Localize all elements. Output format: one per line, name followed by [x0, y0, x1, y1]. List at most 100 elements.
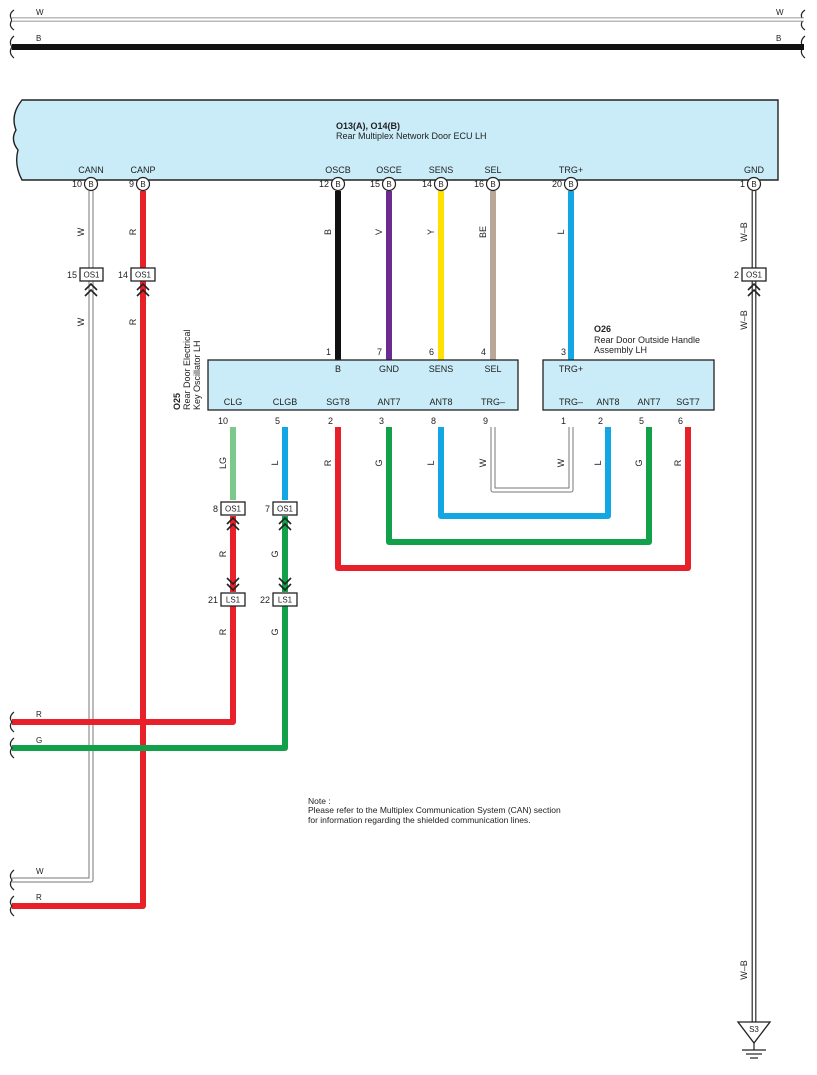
wire-lbl-trg: L	[556, 229, 566, 234]
o26-box: O26 Rear Door Outside Handle Assembly LH…	[542, 324, 715, 426]
connector-os1-canp: OS1 14	[118, 267, 156, 297]
svg-text:B: B	[140, 180, 145, 189]
o25-bottom-pin-clg: CLG	[224, 397, 243, 407]
svg-text:OS1: OS1	[83, 271, 100, 280]
wire-lbl-sel: BE	[478, 226, 488, 238]
o25-top-pin-sens: SENS	[429, 364, 454, 374]
o26-bottom-pin-sgt7: SGT7	[676, 397, 700, 407]
o26-bottom-num-6: 6	[678, 416, 683, 426]
wire-lbl-sgt8: R	[323, 459, 333, 466]
ecu-pin-canp: CANP	[130, 165, 155, 175]
terminal-trgp-num: 20	[552, 179, 562, 189]
wire-lbl-canp2: R	[128, 318, 138, 325]
left-w1-label: W	[36, 867, 44, 876]
o25-top-pin-num-7: 7	[377, 347, 382, 357]
o25-code: O25	[172, 393, 182, 410]
terminal-oscb-num: 12	[319, 179, 329, 189]
o25-box: O25 Rear Door Electrical Key Oscillator …	[172, 329, 519, 426]
ground-label: S3	[749, 1025, 759, 1034]
top-bus: W W B B	[9, 8, 806, 59]
connector-os1-gnd: OS1 2	[734, 267, 767, 297]
note: Note : Please refer to the Multiplex Com…	[308, 796, 561, 825]
ecu-box: O13(A), O14(B) Rear Multiplex Network Do…	[12, 99, 779, 181]
connector-ls1-clg: LS1 21	[208, 577, 246, 607]
terminal-cann: B 10	[72, 176, 99, 192]
wire-lbl-gnd: W–B	[739, 222, 749, 242]
svg-text:OS1: OS1	[277, 505, 294, 514]
svg-text:15: 15	[67, 270, 77, 280]
o25-bottom-num-2: 2	[328, 416, 333, 426]
terminal-sens: B 14	[422, 176, 449, 192]
ecu-pin-sel: SEL	[484, 165, 501, 175]
svg-text:B: B	[568, 180, 573, 189]
svg-text:7: 7	[265, 504, 270, 514]
o25-bottom-pin-sgt8: SGT8	[326, 397, 350, 407]
ecu-terminals: B 10 B 9 B 12 B 15 B 14 B 16	[72, 176, 762, 192]
svg-text:B: B	[490, 180, 495, 189]
wire-lbl-clg2: R	[218, 550, 228, 557]
terminal-gnd: B 1	[740, 176, 762, 192]
terminal-osce: B 15	[370, 176, 397, 192]
wire-lbl-cann2: W	[76, 317, 86, 326]
left-r1-label: R	[36, 710, 42, 719]
svg-text:B: B	[386, 180, 391, 189]
terminal-canp-num: 9	[129, 179, 134, 189]
o26-name-line2: Assembly LH	[594, 345, 647, 355]
o26-bottom-pin-trgm: TRG–	[559, 397, 583, 407]
wire-lbl-o26-sgt7: R	[673, 459, 683, 466]
wire-color-labels: W R B V Y BE L W–B W R W–B W–B LG L R G …	[76, 222, 749, 980]
left-g1-label: G	[36, 736, 42, 745]
connector-ls1-clgb: LS1 22	[260, 577, 298, 607]
ecu-pin-cann: CANN	[78, 165, 104, 175]
wire-lbl-clgb2: G	[270, 550, 280, 557]
top-w-right-label: W	[776, 8, 784, 17]
svg-text:8: 8	[213, 504, 218, 514]
o25-bottom-num-5: 5	[275, 416, 280, 426]
left-wire-labels: R G W R	[36, 710, 44, 902]
ecu-pin-trgp: TRG+	[559, 165, 583, 175]
ground-symbol: S3	[736, 1021, 772, 1059]
svg-text:14: 14	[118, 270, 128, 280]
svg-text:B: B	[88, 180, 93, 189]
o25-bottom-pin-ant8: ANT8	[429, 397, 452, 407]
ecu-pin-oscb: OSCB	[325, 165, 351, 175]
o25-name-line1: Rear Door Electrical	[182, 329, 192, 410]
o26-top-num-3: 3	[561, 347, 566, 357]
wire-lbl-clg3: R	[218, 628, 228, 635]
o25-name-line2: Key Oscillator LH	[192, 340, 202, 410]
wire-lbl-gnd2: W–B	[739, 310, 749, 330]
svg-text:OS1: OS1	[746, 271, 763, 280]
top-b-left-label: B	[36, 34, 41, 43]
wire-lbl-oscb: B	[323, 229, 333, 235]
o26-bottom-pin-ant8: ANT8	[596, 397, 619, 407]
svg-text:OS1: OS1	[225, 505, 242, 514]
o26-bottom-pin-ant7: ANT7	[637, 397, 660, 407]
terminal-gnd-num: 1	[740, 179, 745, 189]
ecu-pin-osce: OSCE	[376, 165, 402, 175]
wire-lbl-osce: V	[374, 229, 384, 235]
o25-bottom-num-9: 9	[483, 416, 488, 426]
wire-lbl-clgb: L	[270, 460, 280, 465]
svg-text:LS1: LS1	[226, 596, 241, 605]
o26-name-line1: Rear Door Outside Handle	[594, 335, 700, 345]
terminal-sens-num: 14	[422, 179, 432, 189]
wire-lbl-sens: Y	[426, 229, 436, 235]
o25-bottom-num-10: 10	[218, 416, 228, 426]
svg-text:21: 21	[208, 595, 218, 605]
top-w-left-label: W	[36, 8, 44, 17]
svg-text:2: 2	[734, 270, 739, 280]
ecu-pin-sens: SENS	[429, 165, 454, 175]
note-line2: for information regarding the shielded c…	[308, 815, 531, 825]
o25-bottom-pin-clgb: CLGB	[273, 397, 298, 407]
wire-lbl-trgm: W	[478, 458, 488, 467]
ecu-name: Rear Multiplex Network Door ECU LH	[336, 131, 487, 141]
ecu-pin-gnd: GND	[744, 165, 765, 175]
svg-text:B: B	[335, 180, 340, 189]
terminal-sel-num: 16	[474, 179, 484, 189]
o26-top-pin-trgp: TRG+	[559, 364, 583, 374]
o25-bottom-num-8: 8	[431, 416, 436, 426]
wire-lbl-o26-ant8: L	[593, 460, 603, 465]
terminal-osce-num: 15	[370, 179, 380, 189]
wire-lbl-gnd3: W–B	[739, 960, 749, 980]
